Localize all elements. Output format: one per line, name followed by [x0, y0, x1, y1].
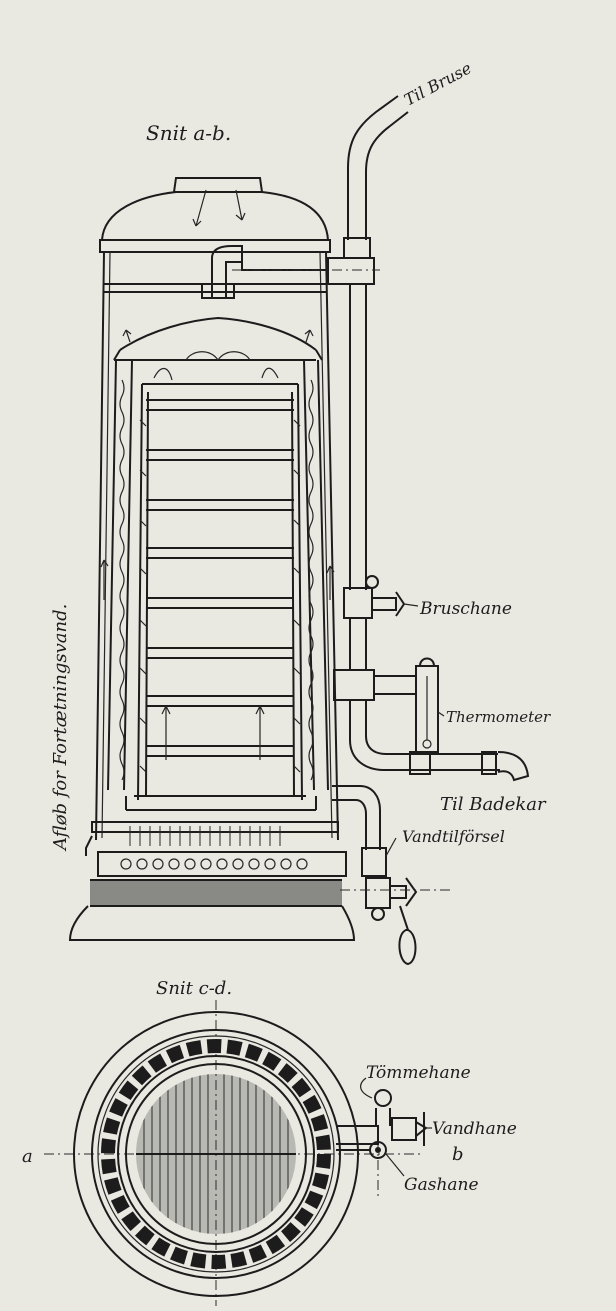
- inner-dome: [119, 316, 317, 351]
- core-base: [125, 795, 317, 811]
- plan-water-pipe: [336, 1108, 391, 1145]
- dome-rim: [99, 239, 331, 253]
- right-jacket-wall: [303, 359, 329, 791]
- outer-shell-inner-line: [101, 251, 333, 839]
- thermometer-leader: [437, 711, 445, 717]
- lower-tee: [333, 669, 375, 701]
- drain-valve-label: Tömmehane: [366, 1063, 471, 1083]
- section-cd-title: Snit c-d.: [156, 978, 232, 999]
- outer-shell: [95, 251, 339, 841]
- gas-valve-body[interactable]: [365, 877, 418, 966]
- gas-manifold: [97, 851, 347, 877]
- gas-valve-leader: [385, 1153, 405, 1177]
- left-jacket-wall: [107, 359, 133, 791]
- thermometer-branch: [374, 675, 416, 695]
- pipe-coupling: [409, 751, 431, 775]
- core-grid: [136, 1074, 296, 1234]
- upper-band: [104, 283, 326, 293]
- flow-arrows-top: [153, 351, 279, 381]
- inner-dome-base: [113, 349, 323, 361]
- base-band-edges: [90, 879, 342, 907]
- water-jacket-cells: [101, 1039, 331, 1269]
- internal-elbow-pipe: [211, 245, 326, 298]
- shell-inner-ring: [97, 1035, 335, 1273]
- shower-valve-leader: [403, 603, 419, 607]
- spout-coupling: [481, 751, 497, 775]
- burner-plate: [91, 821, 339, 833]
- drain-valve-leader: [360, 1077, 373, 1099]
- downpipe-lower: [349, 618, 367, 670]
- perforated-base: [90, 880, 342, 906]
- downpipe: [349, 284, 367, 590]
- condensate-drain-pipe: [85, 835, 93, 856]
- elbow-nut: [201, 283, 235, 299]
- fin-plates: [139, 399, 301, 773]
- flue-arrows: [192, 189, 246, 227]
- gas-valve-label: Gashane: [404, 1175, 479, 1195]
- section-ab-title: Snit a-b.: [146, 121, 231, 145]
- marker-b: b: [452, 1144, 464, 1165]
- shower-valve-body[interactable]: [343, 575, 406, 619]
- thermometer-body: [415, 657, 439, 753]
- jacket-inner-ring: [117, 1055, 315, 1253]
- gas-connector: [334, 851, 347, 877]
- combustion-arrows: [161, 705, 265, 760]
- to-bathtub-label: Til Badekar: [440, 794, 547, 815]
- foot: [68, 905, 356, 941]
- inlet-fitting: [361, 847, 387, 877]
- burner-flames: [129, 826, 281, 846]
- water-inlet-leader: [385, 837, 397, 857]
- core-ring: [125, 1063, 307, 1245]
- tee-cap: [343, 237, 371, 259]
- water-valve-label: Vandhane: [432, 1119, 517, 1139]
- core-inner-frame: [145, 391, 295, 797]
- left-jacket-rivets: [119, 379, 125, 781]
- water-inlet-label: Vandtilförsel: [402, 827, 505, 846]
- shower-riser-pipe: [347, 95, 409, 240]
- outer-shell-ring: [91, 1029, 341, 1279]
- elevation-view: [68, 177, 356, 941]
- outer-base-ring: [73, 1011, 359, 1297]
- bathtub-spout: [497, 751, 530, 782]
- marker-a: a: [22, 1146, 33, 1167]
- drain-valve-knob[interactable]: [374, 1089, 392, 1107]
- shower-valve-label: Bruschane: [419, 599, 512, 619]
- core-frame: [137, 383, 303, 801]
- bathtub-pipe: [349, 700, 500, 771]
- to-shower-label: Til Bruse: [401, 58, 475, 109]
- gas-valve-center: [375, 1147, 381, 1153]
- dome: [100, 191, 330, 241]
- thermometer-label: Thermometer: [446, 708, 551, 726]
- external-piping: [232, 95, 530, 966]
- hood-cap: [172, 177, 264, 193]
- gas-flow-arrows: [122, 329, 314, 343]
- upper-tee: [327, 257, 375, 285]
- water-inlet-pipe: [332, 785, 381, 850]
- gas-jets: [120, 858, 308, 870]
- outer-flow-arrows: [100, 559, 335, 600]
- water-valve-handle[interactable]: [391, 1112, 428, 1146]
- condensate-drain-label: Afløb for Fortætningsvand.: [50, 604, 71, 852]
- plan-view: [44, 1000, 428, 1306]
- right-jacket-rivets: [308, 379, 314, 781]
